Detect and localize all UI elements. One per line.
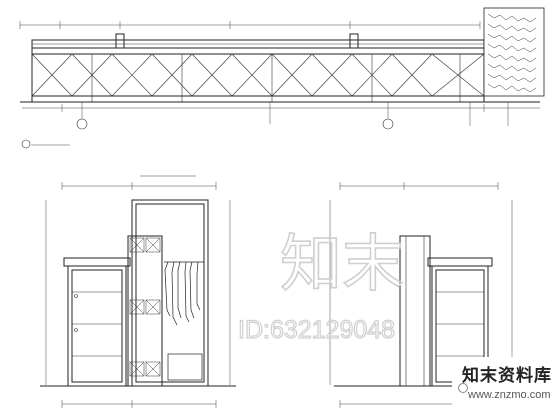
title-marker: [21, 139, 31, 149]
bl-cabinet-top: [63, 257, 131, 267]
badge-url: www.znzmo.com: [468, 389, 551, 401]
bl-hanging-garments: [164, 261, 204, 381]
watermark: 知末 ID:632129048: [237, 229, 404, 344]
x-braces: [31, 53, 485, 97]
top-elevation: [19, 7, 545, 149]
bl-wardrobe-outer: [131, 199, 209, 387]
bottom-band: [31, 95, 485, 103]
x-brace-frame: [31, 53, 485, 97]
bottom-left-elevation: [40, 175, 236, 408]
br-column: [399, 235, 431, 387]
badge-brand: 知末资料库: [462, 366, 552, 386]
stone-texture-block: [483, 7, 545, 97]
corner-badge: 知末资料库 www.znzmo.com: [452, 357, 558, 417]
bl-cabinet-body: [67, 265, 127, 387]
br-cabinet-top: [427, 257, 493, 267]
section-marker-1: [76, 118, 88, 130]
badge-logo-icon: [458, 383, 468, 393]
watermark-brand: 知末: [280, 230, 404, 299]
upper-band: [31, 47, 485, 55]
stone-texture-pattern: [487, 13, 537, 93]
watermark-id: ID:632129048: [238, 316, 395, 344]
section-marker-2: [382, 118, 394, 130]
